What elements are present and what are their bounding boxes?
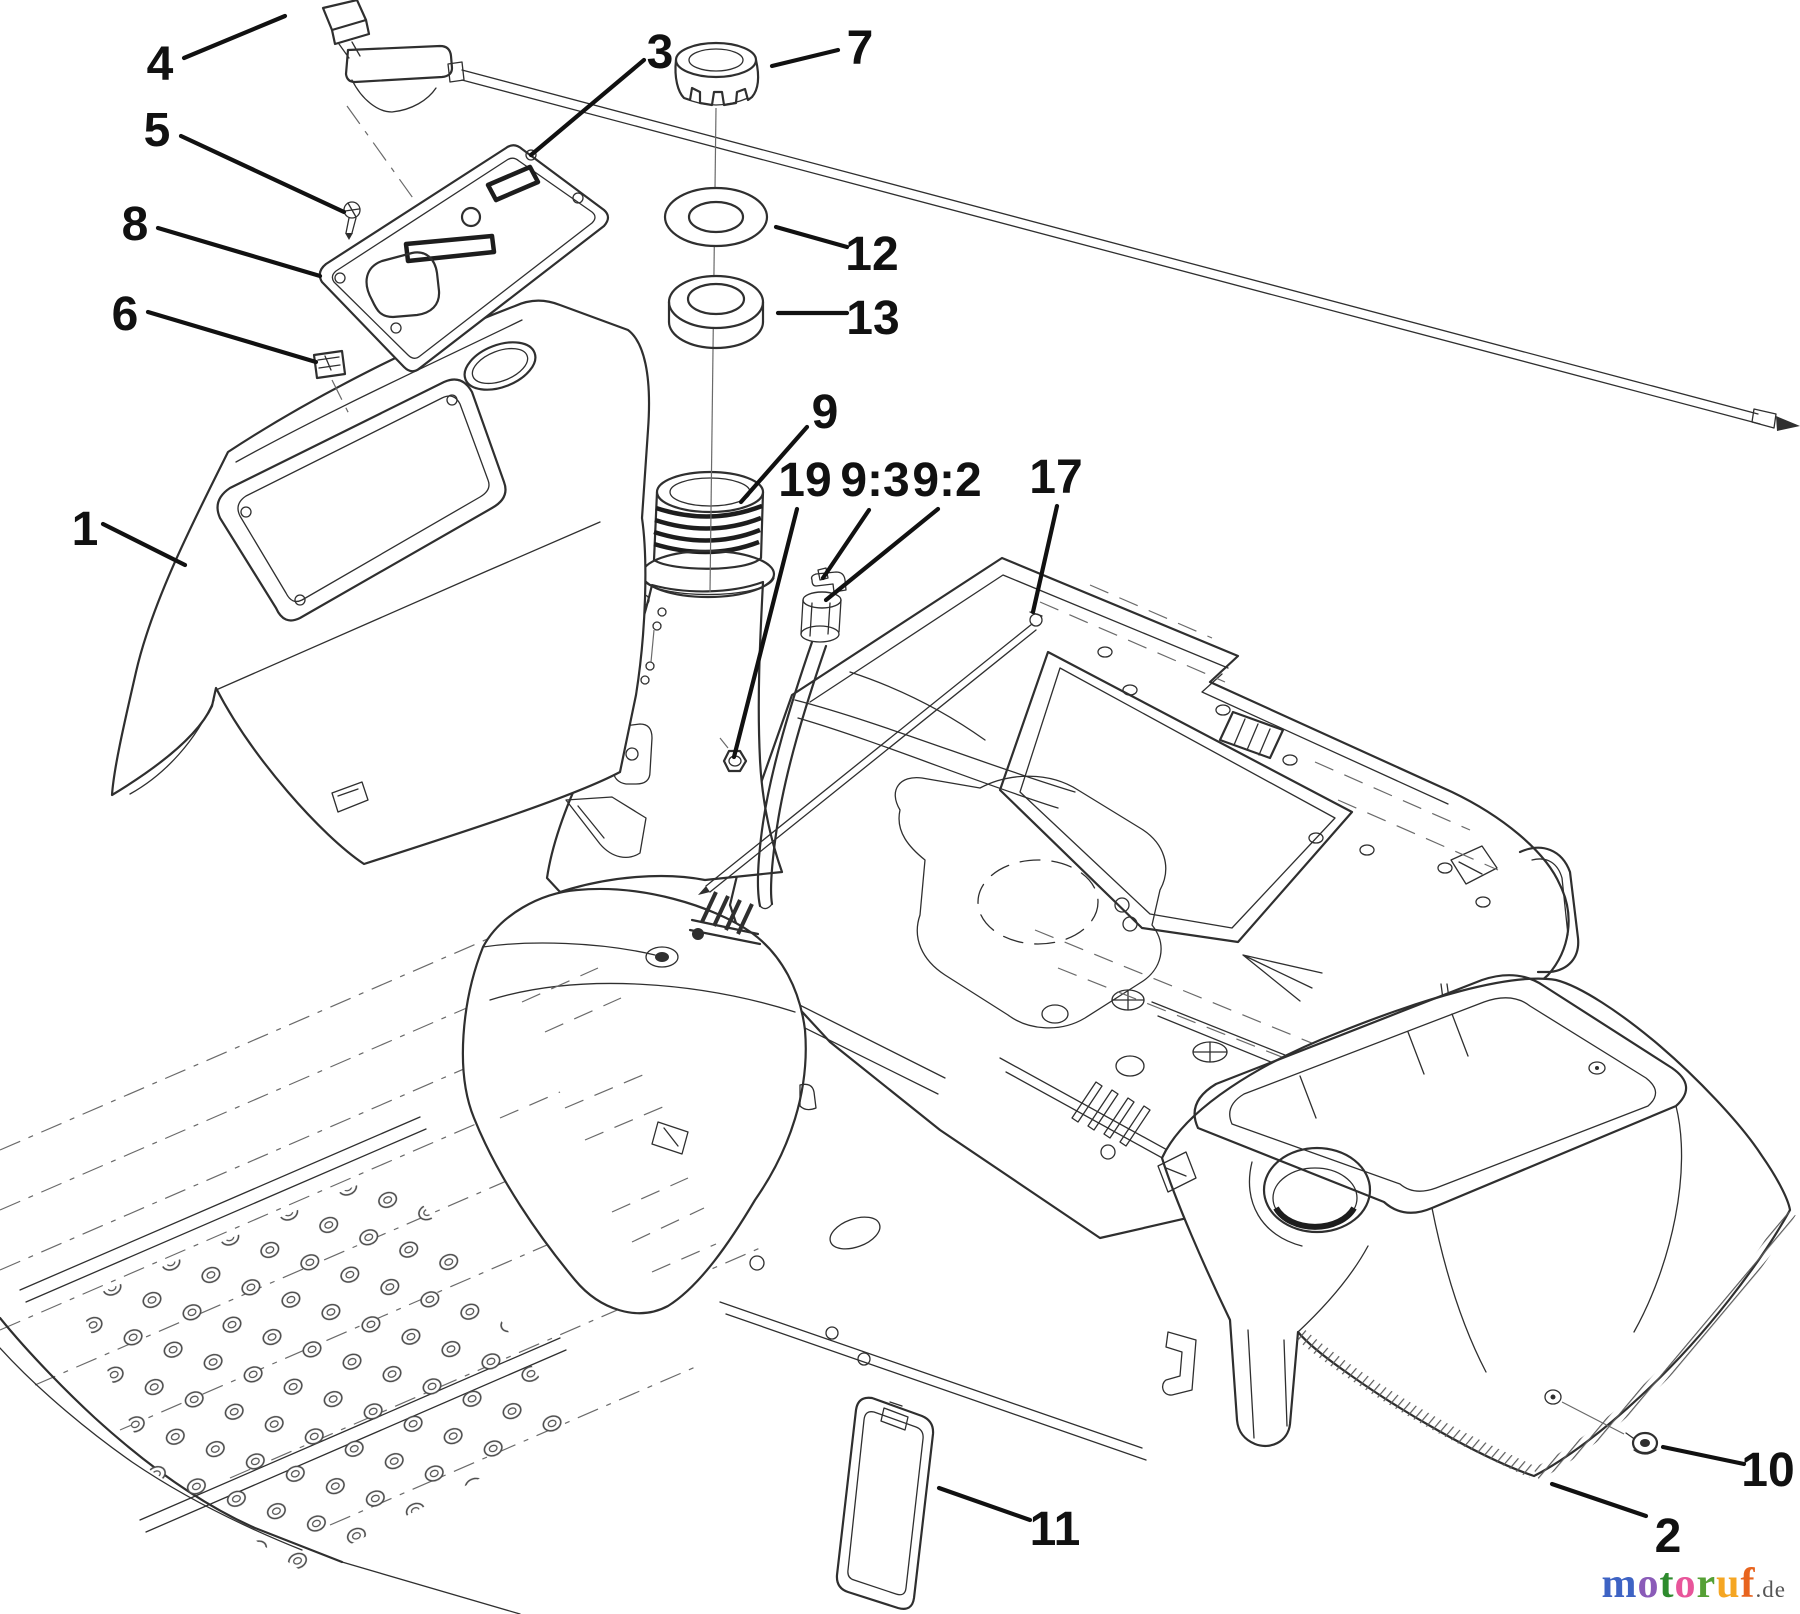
callout-label-1[interactable]: 1 <box>72 503 99 556</box>
ring-13-drawing <box>667 274 765 350</box>
callout-label-13[interactable]: 13 <box>846 292 899 345</box>
callout-label-8[interactable]: 8 <box>122 198 149 251</box>
hood-right-drawing <box>1157 974 1796 1480</box>
callout-leader-3 <box>528 57 647 158</box>
callout-leader-19 <box>731 506 800 760</box>
callout-label-12[interactable]: 12 <box>845 228 898 281</box>
callout-label-9:3[interactable]: 9:3 <box>840 454 909 507</box>
logo-letter-f: f <box>1740 1561 1756 1607</box>
callout-leader-17 <box>1030 503 1060 615</box>
logo-letter-m: m <box>1601 1561 1638 1607</box>
callout-label-3[interactable]: 3 <box>647 26 674 79</box>
screw-5-drawing <box>343 201 361 240</box>
logo-letter-t: t <box>1659 1561 1675 1607</box>
callout-label-9[interactable]: 9 <box>812 386 839 439</box>
screw-10-drawing <box>1625 1431 1659 1455</box>
callout-label-6[interactable]: 6 <box>112 288 139 341</box>
clip-6-drawing <box>312 349 347 380</box>
lower-rails-drawing <box>651 1121 1147 1461</box>
long-rod-drawing <box>461 69 1800 431</box>
callout-label-4[interactable]: 4 <box>147 38 174 91</box>
logo-letter-o: o <box>1637 1561 1660 1607</box>
engine-mount-hole <box>977 859 1099 945</box>
callout-leader-10 <box>1660 1444 1747 1467</box>
logo-word: motoruf <box>1602 1561 1756 1607</box>
label-panel-drawing <box>835 1396 935 1610</box>
callout-leader-9:3 <box>820 507 872 581</box>
callout-label-19[interactable]: 19 <box>778 454 831 507</box>
washer-12-drawing <box>663 186 769 248</box>
callout-label-10[interactable]: 10 <box>1741 1444 1794 1497</box>
callout-label-7[interactable]: 7 <box>847 22 874 75</box>
callout-label-2[interactable]: 2 <box>1655 1510 1682 1563</box>
callout-leader-9:2 <box>823 506 941 603</box>
callout-label-17[interactable]: 17 <box>1029 451 1082 504</box>
logo-letter-u: u <box>1716 1561 1741 1607</box>
console-left-drawing <box>110 299 651 866</box>
callout-label-9:2[interactable]: 9:2 <box>912 454 981 507</box>
logo-letter-r: r <box>1696 1561 1717 1607</box>
callout-leader-4 <box>181 13 288 61</box>
fuel-tank-drawing <box>461 887 817 1315</box>
logo-letter-o: o <box>1674 1561 1697 1607</box>
control-lever-drawing <box>321 0 465 113</box>
control-panel-drawing <box>312 105 610 421</box>
callout-leader-8 <box>155 225 323 279</box>
fuel-filler-neck-drawing <box>545 470 784 894</box>
callout-leader-9 <box>738 424 810 505</box>
callout-label-5[interactable]: 5 <box>144 104 171 157</box>
tread-dots <box>78 1168 575 1570</box>
callout-leader-2 <box>1549 1481 1649 1519</box>
motoruf-logo[interactable]: motoruf.de <box>1602 1560 1786 1608</box>
logo-suffix: .de <box>1755 1577 1786 1602</box>
callout-leader-1 <box>100 521 188 568</box>
cup-holder <box>1248 1146 1372 1247</box>
callout-label-11[interactable]: 11 <box>1030 1503 1081 1556</box>
fuel-cap-drawing <box>674 41 760 107</box>
callout-leader-5 <box>178 133 347 215</box>
callout-leader-6 <box>145 309 319 365</box>
fuel-cap-stack-drawing <box>663 41 769 593</box>
callout-leader-11 <box>936 1485 1033 1523</box>
callout-leader-7 <box>769 47 841 69</box>
callout-leader-12 <box>773 224 850 250</box>
